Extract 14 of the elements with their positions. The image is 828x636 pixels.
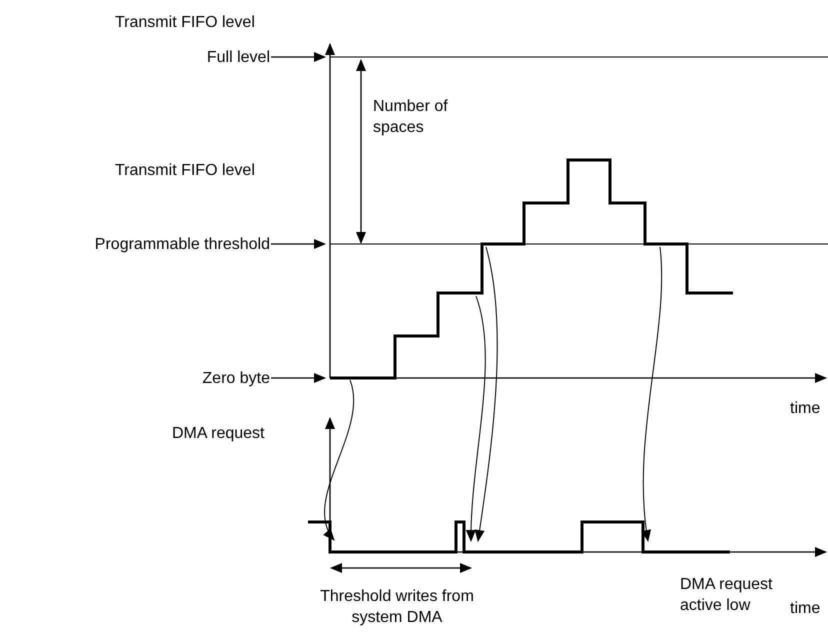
dimension-label: Number of spaces bbox=[373, 97, 449, 138]
level-label: Full level bbox=[206, 47, 270, 68]
leader-arrow bbox=[271, 239, 326, 249]
level-label: Programmable threshold bbox=[94, 234, 270, 255]
axis-title: Transmit FIFO level bbox=[115, 161, 255, 181]
dimension-label: Threshold writes from system DMA bbox=[319, 587, 475, 628]
leader-arrow bbox=[271, 52, 326, 62]
axis-title: Transmit FIFO level bbox=[115, 13, 255, 33]
leader-arrow bbox=[271, 373, 326, 383]
axis-label: time bbox=[790, 399, 820, 419]
axis-title: DMA request bbox=[172, 424, 264, 444]
level-label: Zero byte bbox=[202, 368, 270, 389]
note: DMA request active low bbox=[680, 575, 774, 616]
axis-label: time bbox=[790, 599, 820, 619]
